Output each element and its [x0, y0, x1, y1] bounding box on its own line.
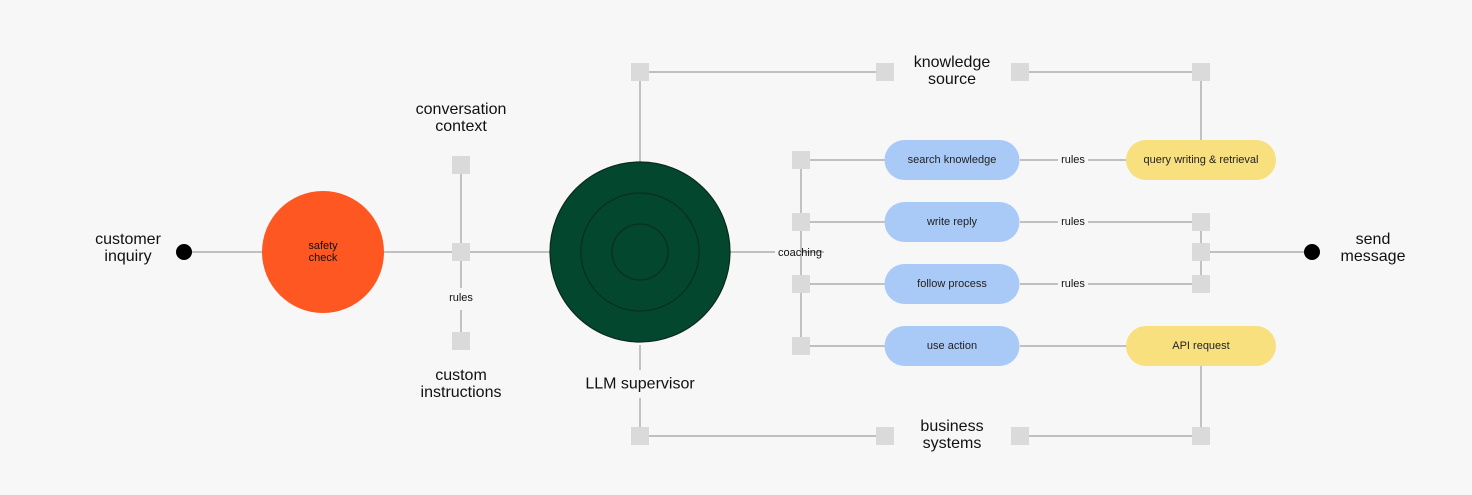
output-node	[1192, 275, 1210, 293]
output-dot	[1304, 244, 1320, 260]
coaching-node	[792, 213, 810, 231]
input-dot	[176, 244, 192, 260]
rail-node	[631, 427, 649, 445]
rail-node	[1192, 63, 1210, 81]
write-reply-pill: write reply	[884, 202, 1020, 242]
rules-label: rules	[1061, 216, 1085, 228]
rail-node	[631, 63, 649, 81]
use-action-pill: use action	[884, 326, 1020, 366]
send-message-label: send message	[1340, 231, 1406, 265]
context-node-middle	[452, 243, 470, 261]
output-node	[1192, 213, 1210, 231]
context-rules-label: rules	[449, 292, 473, 304]
query-writing-retrieval-pill: query writing & retrieval	[1126, 140, 1276, 180]
coaching-node	[792, 275, 810, 293]
follow-process-pill: follow process	[884, 264, 1020, 304]
rules-label: rules	[1061, 278, 1085, 290]
safety-check-circle	[262, 191, 384, 313]
customer-inquiry-label: customer inquiry	[95, 231, 161, 265]
supervisor-ring	[580, 192, 700, 312]
rail-node	[1192, 427, 1210, 445]
business-systems-label: business systems	[920, 418, 984, 452]
knowledge-source-label: knowledge source	[913, 54, 991, 88]
context-node-bottom	[452, 332, 470, 350]
rail-node	[876, 427, 894, 445]
custom-instructions-label: custom instructions	[420, 367, 502, 401]
context-node-top	[452, 156, 470, 174]
output-node	[1192, 243, 1210, 261]
llm-supervisor-circle	[549, 161, 731, 343]
llm-supervisor-label: LLM supervisor	[585, 375, 695, 393]
coaching-node	[792, 151, 810, 169]
search-knowledge-pill: search knowledge	[884, 140, 1020, 180]
coaching-node	[792, 337, 810, 355]
conversation-context-label: conversation context	[415, 101, 507, 135]
rail-node	[1011, 63, 1029, 81]
supervisor-core	[611, 223, 669, 281]
rail-node	[876, 63, 894, 81]
safety-check-label: safety check	[308, 240, 338, 264]
rail-node	[1011, 427, 1029, 445]
coaching-label: coaching	[777, 247, 823, 259]
rules-label: rules	[1061, 154, 1085, 166]
api-request-pill: API request	[1126, 326, 1276, 366]
